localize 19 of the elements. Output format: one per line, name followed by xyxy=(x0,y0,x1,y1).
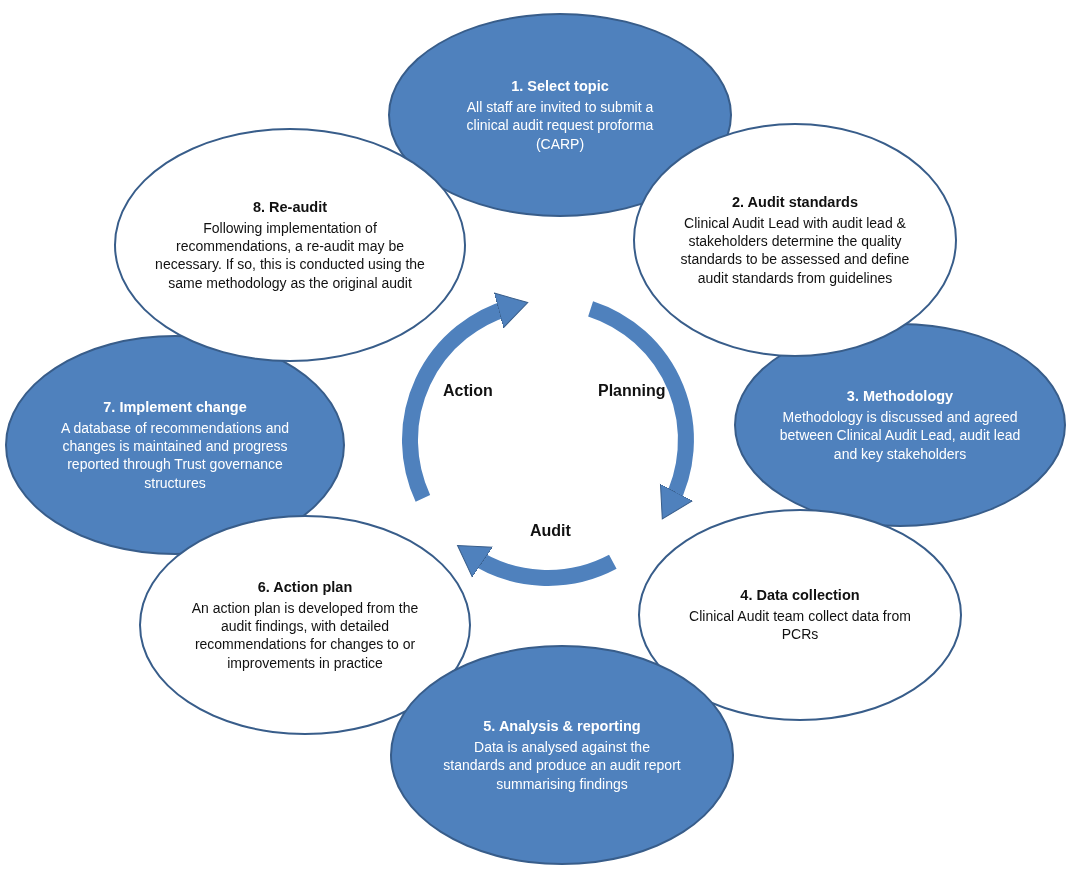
step-description: Clinical Audit team collect data from PCRs xyxy=(688,607,912,644)
step-description: A database of recommendations and changes is maintained and progress reported through Trust governance structures xyxy=(59,419,290,492)
cycle-label: Audit xyxy=(530,522,571,540)
step-description: Clinical Audit Lead with audit lead & stakeholders determine the quality standards to be assessed and define audit standards from guidelines xyxy=(679,214,911,287)
cycle-label: Action xyxy=(443,382,493,400)
step-title: 4. Data collection xyxy=(740,586,860,606)
cycle-label: Planning xyxy=(598,382,666,400)
step-description: Methodology is discussed and agreed between Clinical Audit Lead, audit lead and key stakeholders xyxy=(778,408,1022,463)
step-title: 5. Analysis & reporting xyxy=(483,717,641,737)
step-description: Following implementation of recommendations, a re-audit may be necessary. If so, this is conducted using the same methodology as the original audit xyxy=(154,219,426,292)
step-description: Data is analysed against the standards and produce an audit report summarising findings xyxy=(442,738,682,793)
step-title: 6. Action plan xyxy=(257,578,353,598)
step-description: All staff are invited to submit a clinical audit request proforma (CARP) xyxy=(465,98,655,153)
step-title: 3. Methodology xyxy=(846,387,954,407)
step-title: 2. Audit standards xyxy=(732,193,858,213)
step-title: 1. Select topic xyxy=(511,77,609,97)
step-description: An action plan is developed from the audit findings, with detailed recommendations for changes to or improvements in practice xyxy=(190,599,420,672)
step-title: 7. Implement change xyxy=(103,398,247,418)
step-title: 8. Re-audit xyxy=(252,198,328,218)
